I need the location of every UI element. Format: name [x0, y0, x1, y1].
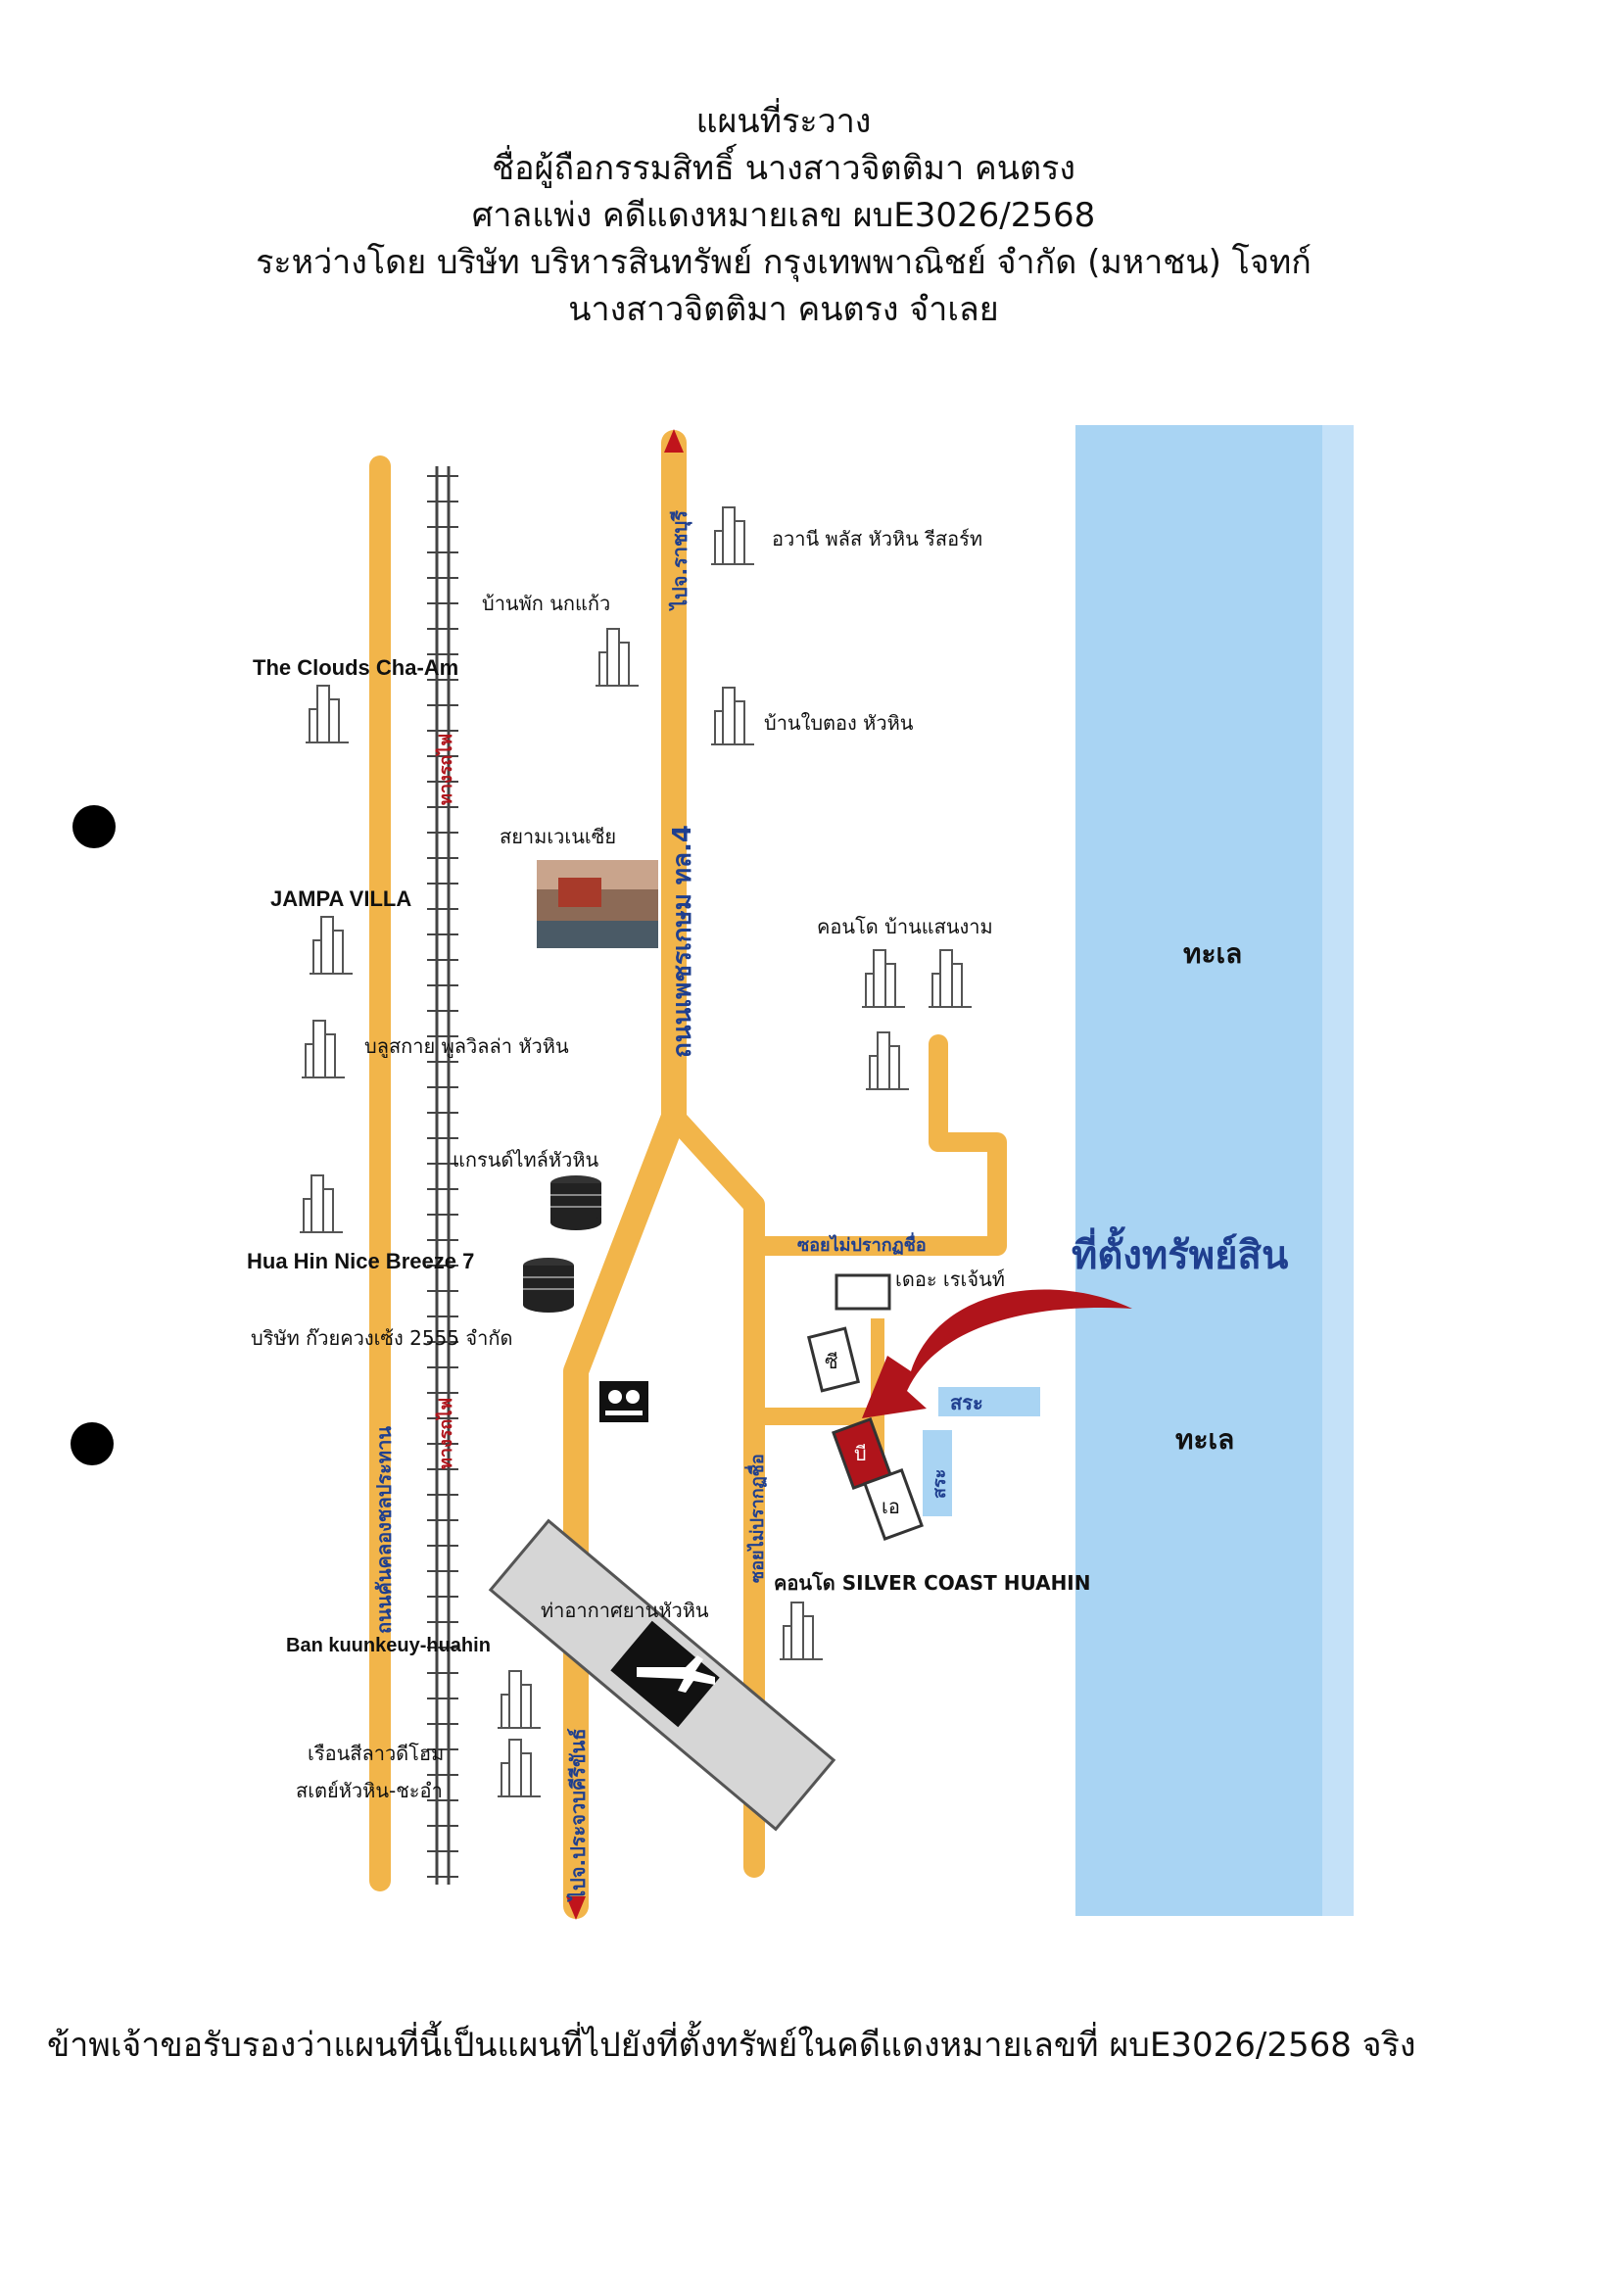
label-pool-2: สระ [930, 1468, 950, 1499]
west-road-label: ถนนคันคลองชลประทาน [372, 1425, 396, 1634]
building-icon-avani [710, 506, 755, 565]
hotel-icon-grand-style [549, 1174, 602, 1231]
soi-label-1: ซอยไม่ปรากฏชื่อ [797, 1235, 927, 1256]
soi-label-2: ซอยไม่ปรากฏชื่อ [747, 1454, 768, 1583]
label-kuay: บริษัท ก๊วยควงเซ้ง 2555 จำกัด [251, 1326, 513, 1350]
punch-hole-bottom [71, 1422, 114, 1465]
arrow-south [566, 1896, 586, 1920]
building-icon-baan-bai-tong [710, 687, 755, 745]
arrow-north [664, 429, 684, 453]
building-icon-clouds [305, 685, 350, 743]
building-icon-jampa [309, 916, 354, 975]
building-icon-ruen [497, 1739, 542, 1797]
block-a [863, 1468, 924, 1541]
label-condo-saen-ngam: คอนโด บ้านแสนงาม [817, 915, 993, 938]
label-blue-sky: บลูสกาย พูลวิลล่า หัวหิน [364, 1034, 569, 1058]
header-owner: ชื่อผู้ถือกรรมสิทธิ์ นางสาวจิตติมา คนตรง [492, 149, 1075, 188]
property-arrow [862, 1289, 1132, 1418]
railway-label-1: ทางรถไฟ [436, 733, 456, 805]
block-c [806, 1326, 861, 1393]
building-icon-silver-coast [779, 1602, 824, 1660]
label-block-a: เอ [882, 1495, 900, 1518]
label-siam-venezia: สยามเวเนเซีย [500, 825, 617, 848]
sea-label-1: ทะเล [1183, 937, 1243, 970]
railway-label-2: ทางรถไฟ [436, 1397, 456, 1469]
sea-label-2: ทะเล [1175, 1423, 1235, 1456]
label-block-c: ซี [825, 1350, 838, 1373]
to-north-label: ไปจ.ราชบุรี [668, 509, 692, 609]
label-grand-style: แกรนด์ไทล์หัวหิน [453, 1148, 599, 1172]
building-icon-nice-breeze [299, 1174, 344, 1233]
map-header: แผนที่ระวาง ชื่อผู้ถือกรรมสิทธิ์ นางสาวจ… [0, 98, 1567, 333]
hotel-icon-kuay [522, 1257, 575, 1314]
building-icon-condo-2 [928, 949, 973, 1008]
label-ruen-2: สเตย์หัวหิน-ชะอำ [296, 1779, 443, 1802]
highway-label: ถนนเพชรเกษม ทล.4 [668, 825, 697, 1058]
station-icon [599, 1381, 648, 1422]
label-pool-1: สระ [950, 1391, 983, 1414]
label-ruen-1: เรือนสีลาวดีโฮม [308, 1742, 445, 1765]
building-icon-kuunkeuy [497, 1670, 542, 1729]
pool-1 [938, 1387, 1040, 1416]
header-plaintiff: ระหว่างโดย บริษัท บริหารสินทรัพย์ กรุงเท… [256, 243, 1312, 282]
label-kuunkeuy: Ban kuunkeuy-huahin [286, 1635, 491, 1656]
soi-road-east [744, 1034, 1007, 1256]
sea [1075, 425, 1354, 1916]
pool-2 [923, 1430, 952, 1516]
label-nice-breeze: Hua Hin Nice Breeze 7 [247, 1249, 475, 1273]
label-airport: ท่าอากาศยานหัวหิน [541, 1599, 709, 1622]
label-regent: เดอะ เรเจ้นท์ [895, 1268, 1005, 1291]
building-icon-baan-pak [595, 628, 640, 687]
header-case-number: ศาลแพ่ง คดีแดงหมายเลข ผบE3026/2568 [471, 196, 1096, 235]
railway [427, 466, 458, 1885]
building-icon-condo-1 [861, 949, 906, 1008]
to-south-label: ไปจ.ประจวบคีรีขันธ์ [566, 1728, 590, 1900]
header-title: แผนที่ระวาง [695, 102, 872, 141]
punch-hole-top [72, 805, 116, 848]
label-jampa: JAMPA VILLA [270, 886, 412, 911]
property-label: ที่ตั้งทรัพย์สิน [1072, 1233, 1289, 1278]
label-baan-pak: บ้านพัก นกแก้ว [482, 592, 611, 615]
label-avani: อวานี พลัส หัวหิน รีสอร์ท [772, 527, 983, 550]
label-baan-bai-tong: บ้านใบตอง หัวหิน [764, 711, 914, 735]
certification-text: ข้าพเจ้าขอรับรองว่าแผนที่นี้เป็นแผนที่ไป… [47, 2026, 1416, 2065]
siam-venezia-image [537, 860, 658, 948]
building-icon-condo-3 [865, 1031, 910, 1090]
highway-branch [663, 1106, 765, 1878]
building-icon-blue-sky [301, 1020, 346, 1078]
label-block-b: บี [854, 1442, 867, 1465]
header-defendant: นางสาวจิตติมา คนตรง จำเลย [568, 290, 999, 329]
label-clouds: The Clouds Cha-Am [253, 655, 459, 680]
airplane-icon [610, 1620, 720, 1728]
block-regent [835, 1273, 891, 1311]
sea-edge [1322, 425, 1354, 1916]
label-silver-coast: คอนโด SILVER COAST HUAHIN [774, 1571, 1091, 1595]
